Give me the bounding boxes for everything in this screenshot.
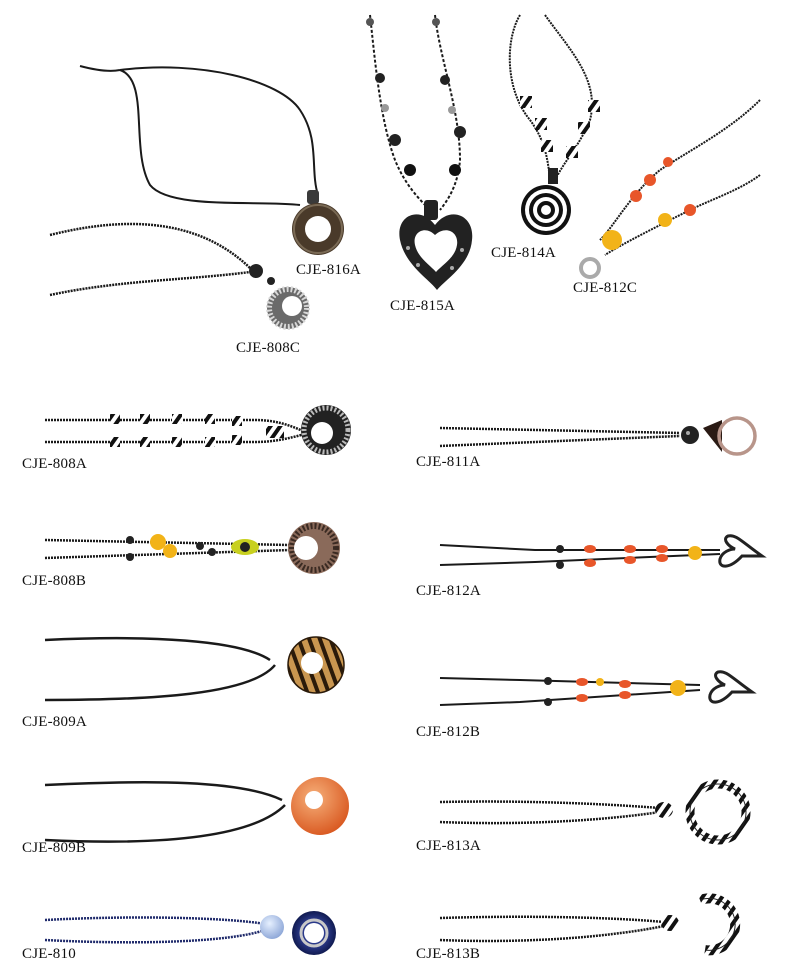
label-cje-812c: CJE-812C [573,280,638,296]
necklace-809b [44,777,349,843]
label-cje-814a: CJE-814A [491,245,556,261]
label-cje-809a: CJE-809A [22,714,87,730]
necklace-812a [439,534,767,569]
label-cje-813a: CJE-813A [416,838,481,854]
label-cje-808a: CJE-808A [22,456,87,472]
necklace-809a [44,636,345,702]
label-cje-813b: CJE-813B [416,946,481,962]
label-cje-810: CJE-810 [22,946,76,962]
label-cje-812b: CJE-812B [416,724,481,740]
label-cje-808b: CJE-808B [22,573,87,589]
necklace-812c [579,99,761,279]
label-cje-815a: CJE-815A [390,298,455,314]
necklace-815a [366,14,473,290]
necklace-813b [439,893,741,956]
label-cje-816a: CJE-816A [296,262,361,278]
necklace-808a [45,405,351,455]
necklace-812b [439,670,757,706]
necklace-808b [44,522,340,574]
necklace-808c [49,222,310,330]
necklace-814a [508,14,600,235]
label-cje-812a: CJE-812A [416,583,481,599]
necklace-813a [439,779,751,845]
necklace-810 [44,911,336,955]
necklace-811a [439,416,757,456]
label-cje-811a: CJE-811A [416,454,481,470]
label-cje-809b: CJE-809B [22,840,87,856]
necklace-816a [79,65,344,255]
label-cje-808c: CJE-808C [236,340,301,356]
